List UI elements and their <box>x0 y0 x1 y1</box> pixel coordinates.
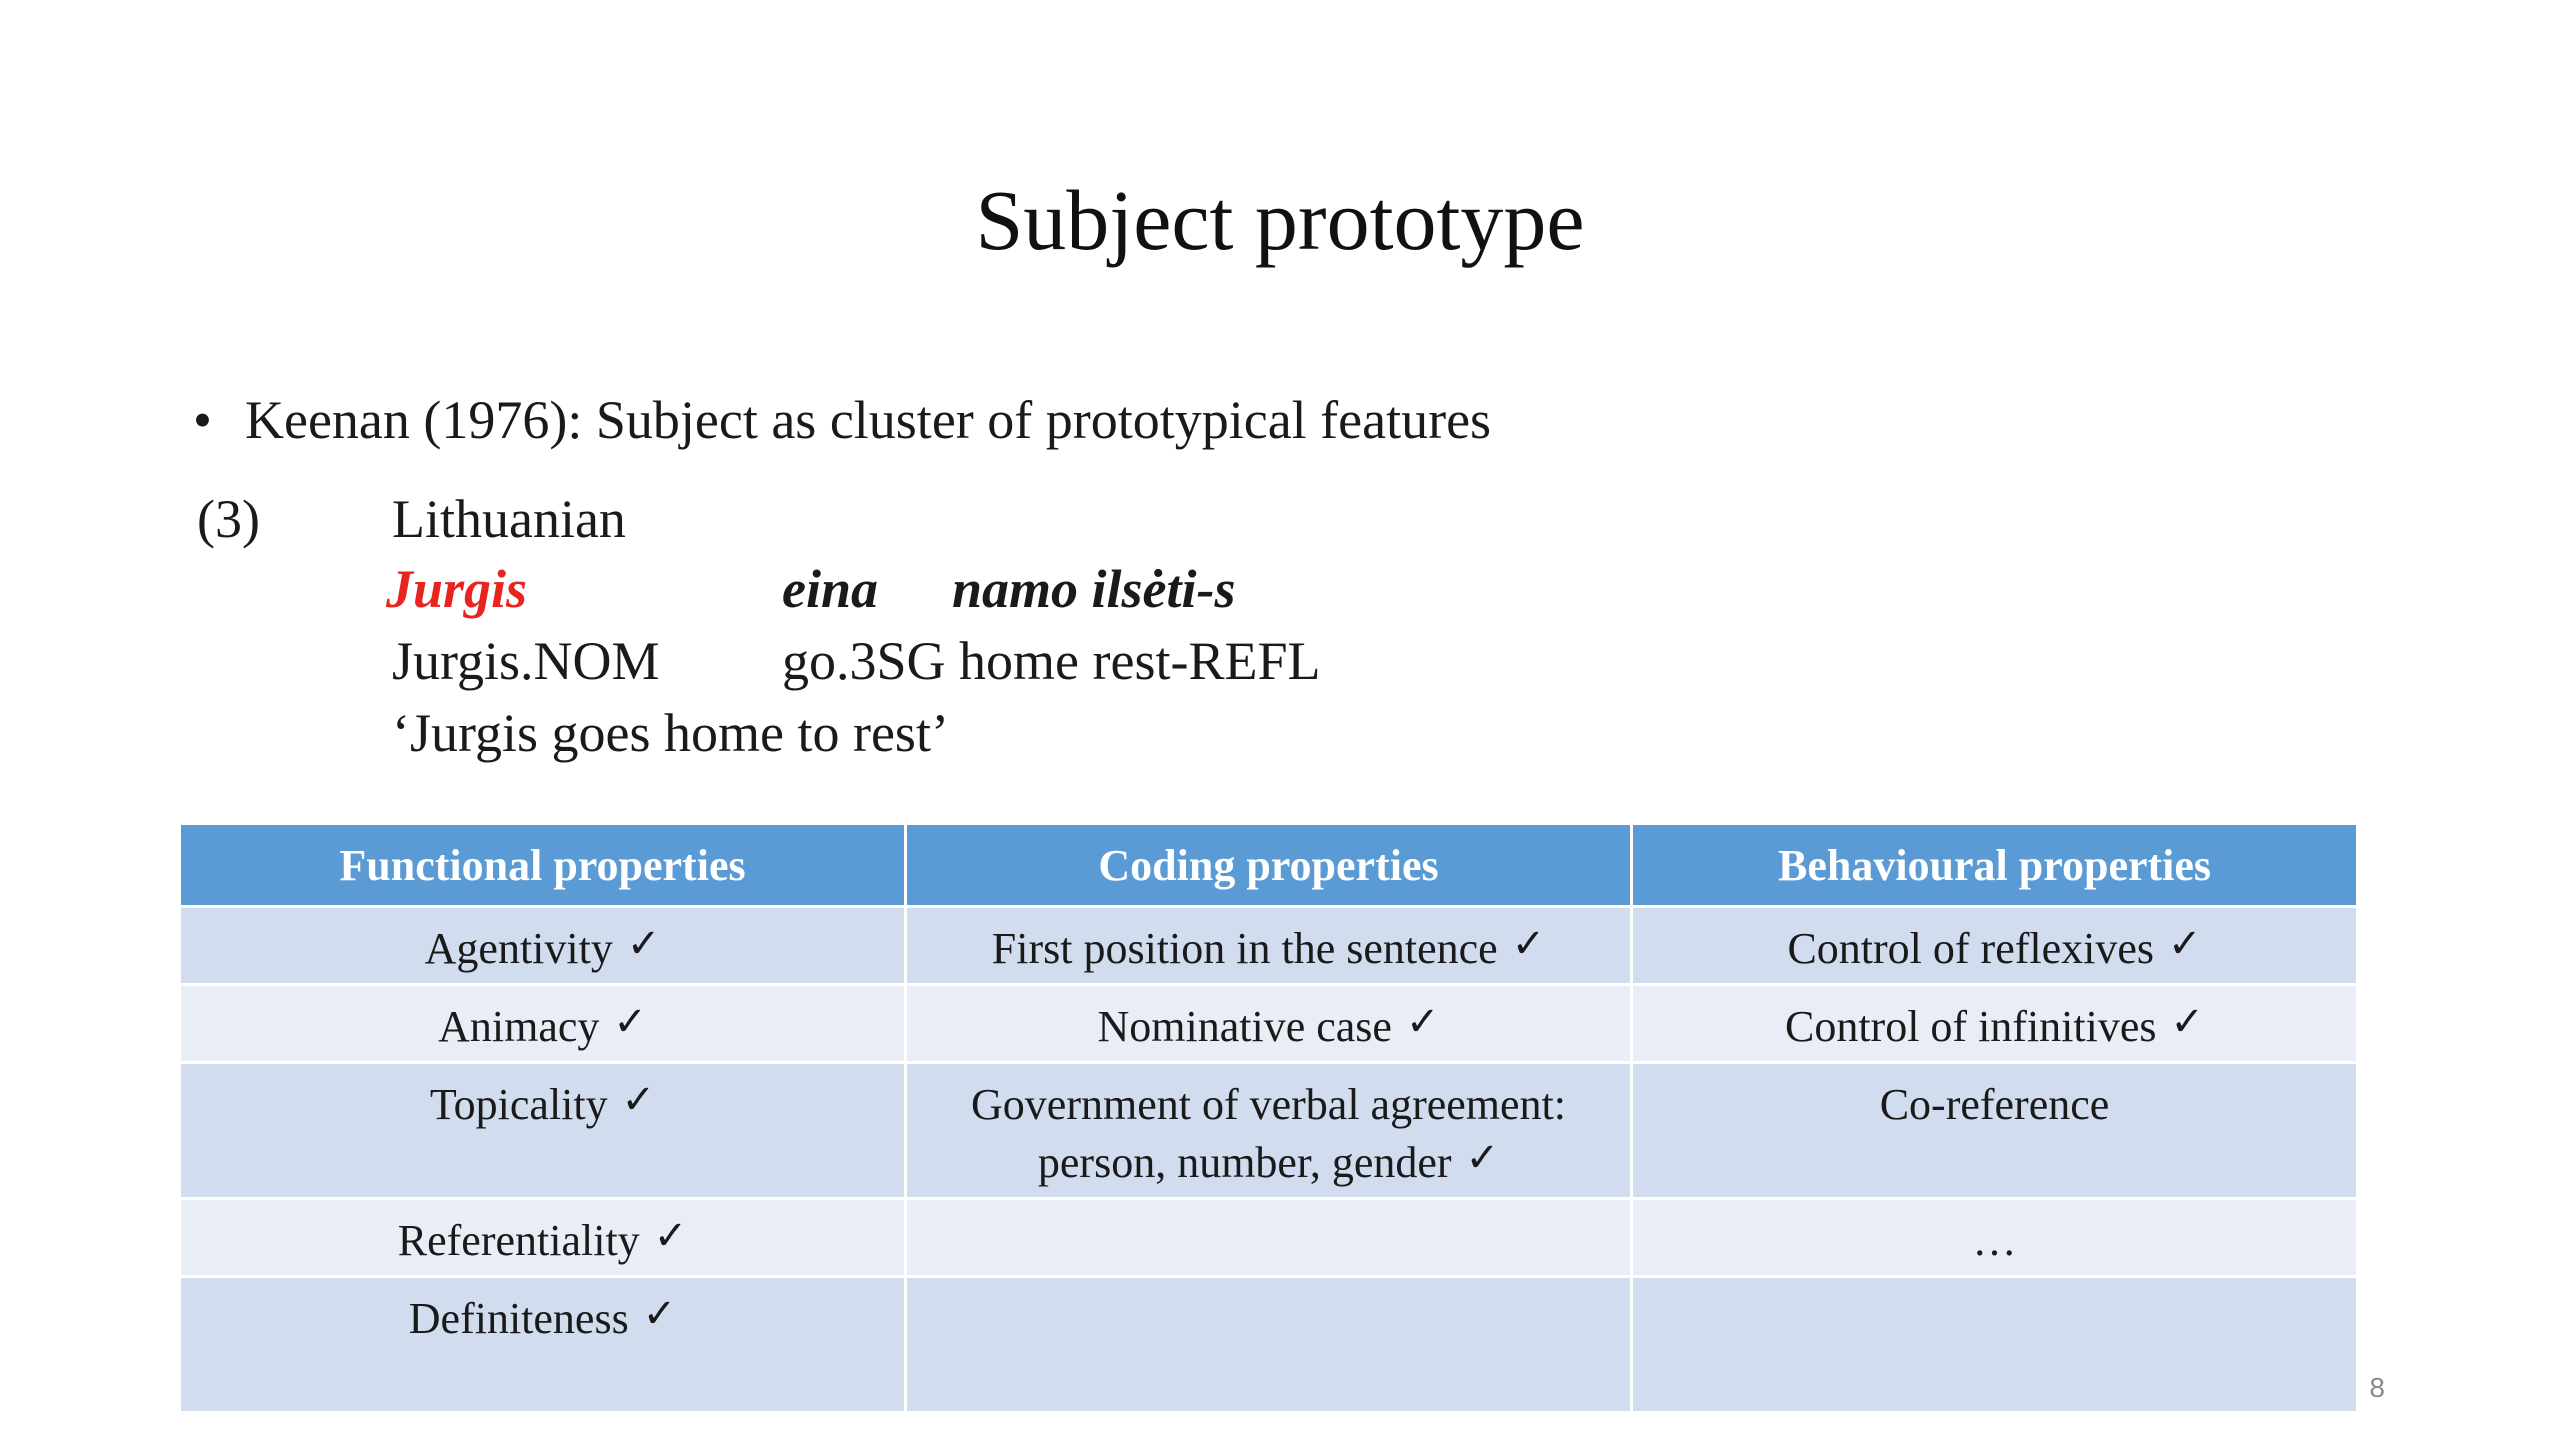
cell-text: Co-reference <box>1879 1080 2110 1129</box>
checkmark-icon: ✓ <box>2168 921 2202 967</box>
page-number: 8 <box>2369 1372 2385 1403</box>
header-behavioural: Behavioural properties <box>1630 822 2359 908</box>
cell-text: Agentivity <box>424 924 613 973</box>
checkmark-icon: ✓ <box>1465 1135 1500 1181</box>
cell-text: Control of infinitives <box>1784 1002 2157 1051</box>
table-cell: Control of infinitives ✓ <box>1630 983 2359 1064</box>
table-cell: Control of reflexives ✓ <box>1630 905 2359 986</box>
example-gloss-rest: go.3SG home rest-REFL <box>782 631 1321 691</box>
table-row: Referentiality ✓ … <box>178 1197 2359 1278</box>
table-row: Topicality ✓ Government of verbal agreeme… <box>178 1061 2359 1200</box>
table-cell: Government of verbal agreement: person, … <box>904 1061 1633 1200</box>
example-translation: ‘Jurgis goes home to rest’ <box>392 703 949 763</box>
example-word-verb: eina <box>782 559 879 619</box>
properties-table: Functional properties Coding properties … <box>178 822 2359 1414</box>
example-word-rest: namo ilsėti-s <box>952 559 1236 619</box>
slide-title: Subject prototype <box>975 172 1585 268</box>
cell-text: Animacy <box>438 1002 600 1051</box>
checkmark-icon: ✓ <box>2170 999 2205 1045</box>
header-functional: Functional properties <box>178 822 907 908</box>
header-coding: Coding properties <box>904 822 1633 908</box>
table-cell: First position in the sentence ✓ <box>904 905 1633 986</box>
checkmark-icon: ✓ <box>642 1291 677 1337</box>
checkmark-icon: ✓ <box>1405 999 1440 1045</box>
cell-text: … <box>1972 1216 2017 1265</box>
cell-text: Government of verbal agreement: person, … <box>971 1080 1566 1187</box>
cell-text: Control of reflexives <box>1787 924 2155 973</box>
table-row: Agentivity ✓ First position in the senten… <box>178 905 2359 986</box>
checkmark-icon: ✓ <box>626 921 661 967</box>
table-cell: Referentiality ✓ <box>178 1197 907 1278</box>
bullet-text: Keenan (1976): Subject as cluster of pro… <box>245 390 1492 450</box>
example-number: (3) <box>197 489 260 549</box>
checkmark-icon: ✓ <box>1511 921 1546 967</box>
example-word-subject: Jurgis <box>386 559 528 619</box>
table-cell <box>1630 1275 2359 1414</box>
cell-text: Nominative case <box>1097 1002 1392 1051</box>
cell-text: Definiteness <box>408 1294 629 1343</box>
table-row: Animacy ✓ Nominative case ✓ Control of inf… <box>178 983 2359 1064</box>
table-cell <box>904 1197 1633 1278</box>
table-cell <box>904 1275 1633 1414</box>
table-cell: Topicality ✓ <box>178 1061 907 1200</box>
table-header-row: Functional properties Coding properties … <box>178 822 2359 908</box>
table-cell: … <box>1630 1197 2359 1278</box>
table-row: Definiteness ✓ <box>178 1275 2359 1414</box>
table-cell: Agentivity ✓ <box>178 905 907 986</box>
table-cell: Co-reference <box>1630 1061 2359 1200</box>
table-cell: Animacy ✓ <box>178 983 907 1064</box>
example-gloss-subject: Jurgis.NOM <box>392 631 660 691</box>
checkmark-icon: ✓ <box>653 1213 688 1259</box>
cell-text: First position in the sentence <box>991 924 1498 973</box>
cell-text: Referentiality <box>397 1216 640 1265</box>
table-cell: Definiteness ✓ <box>178 1275 907 1414</box>
checkmark-icon: ✓ <box>621 1077 656 1123</box>
cell-text: Topicality <box>429 1080 608 1129</box>
bullet-icon: • <box>193 390 212 450</box>
example-language: Lithuanian <box>392 489 626 549</box>
table-cell: Nominative case ✓ <box>904 983 1633 1064</box>
checkmark-icon: ✓ <box>613 999 647 1045</box>
